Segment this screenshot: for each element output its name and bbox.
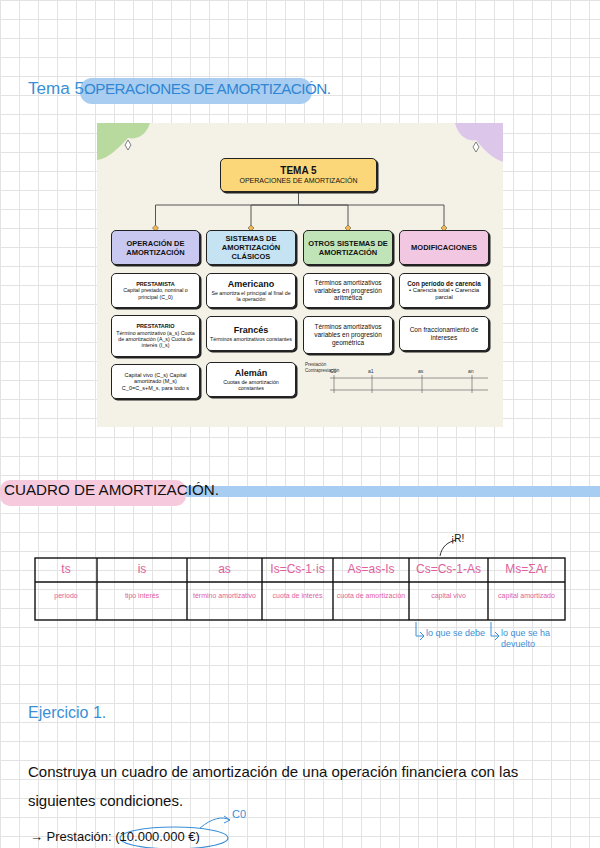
box-heading: OTROS SISTEMAS DE AMORTIZACIÓN <box>307 239 389 257</box>
table-cell: capital vivo <box>411 592 486 600</box>
modification-box: Con período de carencia• Carencia total … <box>399 273 489 308</box>
mindmap-panel <box>97 123 503 427</box>
table-header: as <box>187 562 262 576</box>
box-body: • Carencia total • Carencia parcial <box>403 287 485 301</box>
handwritten-note: C0 <box>232 808 262 821</box>
table-cell: capital amortizado <box>490 592 563 600</box>
box-heading: Términos amortizativos variables en prog… <box>307 323 389 346</box>
box-heading: PRESTATARIO <box>136 323 174 330</box>
box-heading: SISTEMAS DE AMORTIZACIÓN CLÁSICOS <box>210 234 292 261</box>
amortization-table <box>35 558 565 620</box>
category-box: MODIFICACIONES <box>399 230 489 265</box>
annotation: lo que se debe <box>426 628 486 639</box>
table-cell: cuota de interés <box>264 592 331 600</box>
box-heading: Con período de carencia <box>407 280 480 288</box>
box-body: Capital prestado, nominal o principal (C… <box>115 287 196 300</box>
timeline-label: as <box>418 368 432 374</box>
box-body: Término amortizativo (a_s) Cuota de amor… <box>115 330 196 349</box>
table-header: Is=Cs-1·is <box>262 562 333 576</box>
table-header: Cs=Cs-1-As <box>409 562 488 576</box>
box-heading: MODIFICACIONES <box>411 243 477 252</box>
table-cell: periodo <box>37 592 95 600</box>
corner-blob <box>455 123 503 162</box>
box-heading: Francés <box>234 325 269 336</box>
corner-blob <box>97 123 150 160</box>
exercise-text: Construya un cuadro de amortización de u… <box>28 758 568 815</box>
timeline-axis <box>330 390 488 391</box>
timeline-axis <box>330 378 488 379</box>
tree-connector <box>251 192 299 230</box>
timeline-label: Prestación <box>305 362 345 367</box>
box-heading: OPERACIÓN DE AMORTIZACIÓN <box>115 239 196 257</box>
table-header: ts <box>35 562 97 576</box>
concept-box: Capital vivo (C_s) Capital amortizado (M… <box>111 364 200 399</box>
timeline-label: Contraprestación <box>305 368 345 373</box>
timeline-ticks <box>334 375 472 393</box>
system-box: FrancésTérminos amortizativos constantes <box>206 316 296 351</box>
hook-arrow <box>416 622 424 640</box>
concept-box: PRESTATARIOTérmino amortizativo (a_s) Cu… <box>111 315 200 357</box>
section-heading: CUADRO DE AMORTIZACIÓN. <box>4 481 188 499</box>
table-header: is <box>97 562 187 576</box>
tree-connector <box>299 192 445 230</box>
timeline-label: an <box>468 368 482 374</box>
concept-box: PRESTAMISTACapital prestado, nominal o p… <box>111 273 200 308</box>
modification-box: Con fraccionamiento de intereses <box>399 316 489 351</box>
table-header: As=as-Is <box>333 562 409 576</box>
annotation-arrow <box>200 816 230 828</box>
system-box: AmericanoSe amortiza el principal al fin… <box>206 273 296 308</box>
system-box: Términos amortizativos variables en prog… <box>303 316 393 354</box>
box-heading: Términos amortizativos variables en prog… <box>307 279 389 302</box>
table-cell: término amortizativo <box>189 592 260 600</box>
box-body: Cuotas de amortización constantes <box>210 379 292 392</box>
page-title: OPERACIONES DE AMORTIZACIÓN. <box>84 80 324 98</box>
box-heading: Americano <box>228 279 275 290</box>
box-body: Se amortiza el principal al final de la … <box>210 290 292 303</box>
category-box: OTROS SISTEMAS DE AMORTIZACIÓN <box>303 230 393 265</box>
section-bar <box>186 486 600 497</box>
tree-connector <box>299 192 349 230</box>
system-box: AlemánCuotas de amortización constantes <box>206 362 296 397</box>
handwritten-note: → Prestación: (10.000.000 €) <box>30 829 290 845</box>
category-box: OPERACIÓN DE AMORTIZACIÓN <box>111 230 200 265</box>
timeline-label: C0 <box>330 368 344 374</box>
note-text: Tema 5. <box>28 79 88 100</box>
exercise-heading: Ejercicio 1. <box>28 703 148 722</box>
category-box: SISTEMAS DE AMORTIZACIÓN CLÁSICOS <box>206 230 296 265</box>
annotation: lo que se ha devuelto <box>501 628 571 650</box>
box-heading: Alemán <box>235 368 268 379</box>
box-heading: TEMA 5 <box>280 165 316 177</box>
hook-arrow <box>491 622 499 640</box>
sparkle <box>125 140 479 152</box>
table-cell: cuota de amortización <box>335 592 407 600</box>
table-cell: tipo interés <box>99 592 185 600</box>
system-box: Términos amortizativos variables en prog… <box>303 273 393 308</box>
table-header: Ms=ΣAr <box>488 562 565 576</box>
box-heading: PRESTAMISTA <box>136 281 175 288</box>
timeline-label: a1 <box>368 368 382 374</box>
box-body: OPERACIONES DE AMORTIZACIÓN <box>239 177 357 185</box>
note-mark: ¡R! <box>451 533 481 545</box>
tree-connector <box>156 192 299 230</box>
box-heading: Con fraccionamiento de intereses <box>403 326 485 342</box>
root-box: TEMA 5OPERACIONES DE AMORTIZACIÓN <box>220 158 377 192</box>
box-heading: Capital vivo (C_s) Capital amortizado (M… <box>115 372 196 392</box>
box-body: Términos amortizativos constantes <box>210 336 292 342</box>
